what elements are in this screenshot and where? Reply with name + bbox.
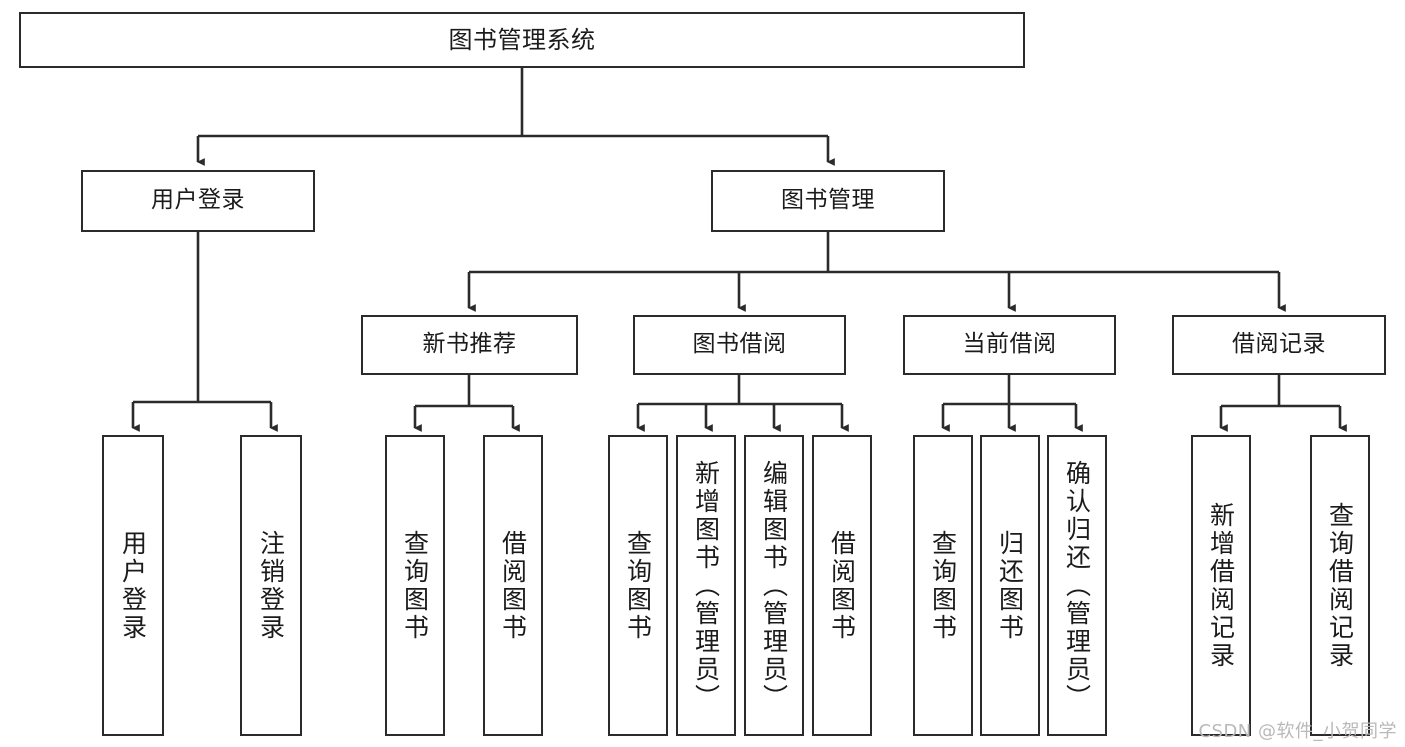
csdn-watermark: CSDN @软件_小贺同学 bbox=[1198, 721, 1397, 742]
node-label: 查询借阅记录 bbox=[1325, 501, 1355, 670]
node-root-system[interactable]: 图书管理系统 bbox=[19, 12, 1025, 68]
leaf-borrow-borrow-book[interactable]: 借阅图书 bbox=[812, 435, 872, 736]
node-label: 新增图书（管理员） bbox=[691, 459, 721, 712]
node-label: 用户登录 bbox=[118, 529, 148, 642]
node-label: 查询图书 bbox=[928, 529, 958, 642]
leaf-record-add-record[interactable]: 新增借阅记录 bbox=[1191, 435, 1251, 736]
node-label: 当前借阅 bbox=[962, 331, 1057, 358]
node-label: 图书管理 bbox=[781, 187, 875, 214]
node-book-management[interactable]: 图书管理 bbox=[711, 170, 945, 232]
leaf-borrow-add-book[interactable]: 新增图书（管理员） bbox=[676, 435, 736, 736]
node-label: 注销登录 bbox=[256, 529, 286, 642]
node-label: 用户登录 bbox=[151, 187, 245, 214]
leaf-record-query-record[interactable]: 查询借阅记录 bbox=[1310, 435, 1370, 736]
node-label: 编辑图书（管理员） bbox=[759, 459, 789, 712]
leaf-user-login-login[interactable]: 用户登录 bbox=[102, 435, 164, 736]
node-new-book-recommend[interactable]: 新书推荐 bbox=[361, 315, 578, 375]
leaf-new-book-borrow[interactable]: 借阅图书 bbox=[483, 435, 543, 736]
node-label: 新书推荐 bbox=[422, 331, 517, 358]
node-label: 借阅图书 bbox=[827, 529, 857, 642]
node-label: 查询图书 bbox=[623, 529, 653, 642]
leaf-current-return-book[interactable]: 归还图书 bbox=[980, 435, 1040, 736]
node-label: 归还图书 bbox=[995, 529, 1025, 642]
node-borrow-record[interactable]: 借阅记录 bbox=[1172, 315, 1386, 375]
leaf-current-query-book[interactable]: 查询图书 bbox=[913, 435, 973, 736]
node-label: 图书借阅 bbox=[692, 331, 787, 358]
node-current-borrow[interactable]: 当前借阅 bbox=[903, 315, 1116, 375]
leaf-borrow-query-book[interactable]: 查询图书 bbox=[608, 435, 668, 736]
leaf-borrow-edit-book[interactable]: 编辑图书（管理员） bbox=[744, 435, 804, 736]
node-label: 查询图书 bbox=[400, 529, 430, 642]
leaf-current-confirm-return[interactable]: 确认归还（管理员） bbox=[1047, 435, 1107, 736]
node-label: 借阅记录 bbox=[1232, 331, 1326, 358]
node-label: 确认归还（管理员） bbox=[1062, 459, 1092, 712]
node-label: 借阅图书 bbox=[498, 529, 528, 642]
node-label: 新增借阅记录 bbox=[1206, 501, 1236, 670]
node-label: 图书管理系统 bbox=[448, 25, 596, 54]
node-book-borrow[interactable]: 图书借阅 bbox=[633, 315, 846, 375]
leaf-user-login-logout[interactable]: 注销登录 bbox=[240, 435, 302, 736]
leaf-new-book-query[interactable]: 查询图书 bbox=[385, 435, 445, 736]
node-user-login[interactable]: 用户登录 bbox=[81, 170, 315, 232]
